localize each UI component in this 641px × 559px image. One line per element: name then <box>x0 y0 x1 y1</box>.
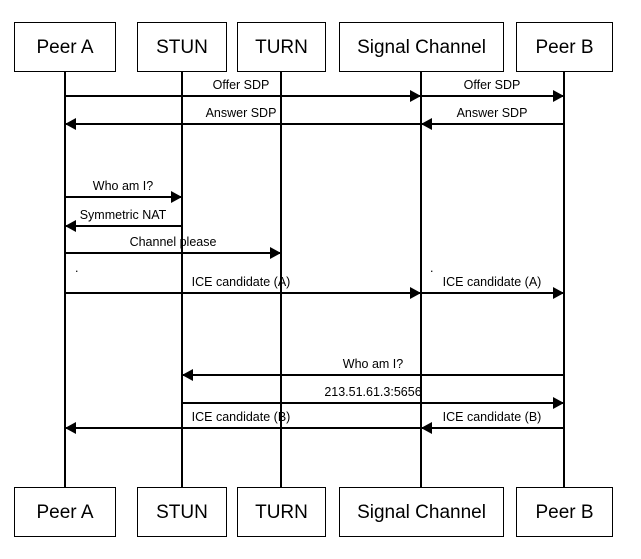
lifeline-turn <box>280 72 282 487</box>
message-line-answer-sdp-sc-to-a <box>65 123 421 125</box>
arrowhead-symmetric-nat-stun-to-a <box>65 220 76 232</box>
actor-box-top-turn: TURN <box>237 22 326 72</box>
message-line-offer-sdp-sc-to-b <box>421 95 564 97</box>
message-label-mapped-address-stun-to-b: 213.51.61.3:5656 <box>324 385 422 399</box>
message-line-symmetric-nat-stun-to-a <box>65 225 182 227</box>
arrowhead-answer-sdp-sc-to-a <box>65 118 76 130</box>
message-line-ice-candidate-sc-to-b <box>421 292 564 294</box>
message-label-ice-candidate-a-to-sc: ICE candidate (A) <box>191 275 291 289</box>
actor-label-peer-b: Peer B <box>535 36 594 58</box>
actor-box-top-peer-b: Peer B <box>516 22 613 72</box>
message-line-ice-candidate-b-sc-to-a <box>65 427 421 429</box>
message-line-ice-candidate-a-to-sc <box>65 292 421 294</box>
message-label-ice-candidate-b-sc-to-a: ICE candidate (B) <box>191 410 291 424</box>
message-label-answer-sdp-sc-to-a: Answer SDP <box>205 106 277 120</box>
actor-box-bottom-stun: STUN <box>137 487 227 537</box>
actor-label-turn: TURN <box>255 501 308 523</box>
actor-box-bottom-signal-channel: Signal Channel <box>339 487 504 537</box>
actor-box-top-signal-channel: Signal Channel <box>339 22 504 72</box>
actor-box-top-stun: STUN <box>137 22 227 72</box>
arrowhead-ice-candidate-a-to-sc <box>410 287 421 299</box>
actor-label-peer-a: Peer A <box>36 36 94 58</box>
actor-label-turn: TURN <box>255 36 308 58</box>
message-label-ice-candidate-b-peerb-to-sc: ICE candidate (B) <box>442 410 542 424</box>
actor-box-bottom-turn: TURN <box>237 487 326 537</box>
actor-box-bottom-peer-a: Peer A <box>14 487 116 537</box>
actor-label-signal-channel: Signal Channel <box>357 36 486 58</box>
dot-signal-channel-upper: . <box>430 261 434 275</box>
message-label-ice-candidate-sc-to-b: ICE candidate (A) <box>442 275 542 289</box>
actor-box-bottom-peer-b: Peer B <box>516 487 613 537</box>
arrowhead-who-am-i-b-to-stun <box>182 369 193 381</box>
message-line-channel-please-a-to-turn <box>65 252 281 254</box>
message-label-who-am-i-a-to-stun: Who am I? <box>92 179 154 193</box>
actor-box-top-peer-a: Peer A <box>14 22 116 72</box>
message-label-offer-sdp-a-to-sc: Offer SDP <box>212 78 270 92</box>
message-label-offer-sdp-sc-to-b: Offer SDP <box>463 78 521 92</box>
actor-label-signal-channel: Signal Channel <box>357 501 486 523</box>
message-label-answer-sdp-b-to-sc: Answer SDP <box>456 106 528 120</box>
arrowhead-ice-candidate-b-peerb-to-sc <box>421 422 432 434</box>
arrowhead-ice-candidate-sc-to-b <box>553 287 564 299</box>
message-line-ice-candidate-b-peerb-to-sc <box>421 427 564 429</box>
lifeline-signal-channel <box>420 72 422 487</box>
dot-peer-a-upper: . <box>75 261 79 275</box>
lifeline-peer-a <box>64 72 66 487</box>
arrowhead-channel-please-a-to-turn <box>270 247 281 259</box>
actor-label-peer-b: Peer B <box>535 501 594 523</box>
message-line-offer-sdp-a-to-sc <box>65 95 421 97</box>
message-label-who-am-i-b-to-stun: Who am I? <box>342 357 404 371</box>
arrowhead-ice-candidate-b-sc-to-a <box>65 422 76 434</box>
actor-label-stun: STUN <box>156 501 208 523</box>
message-line-mapped-address-stun-to-b <box>182 402 564 404</box>
arrowhead-mapped-address-stun-to-b <box>553 397 564 409</box>
message-line-who-am-i-a-to-stun <box>65 196 182 198</box>
actor-label-stun: STUN <box>156 36 208 58</box>
arrowhead-offer-sdp-a-to-sc <box>410 90 421 102</box>
actor-label-peer-a: Peer A <box>36 501 94 523</box>
arrowhead-offer-sdp-sc-to-b <box>553 90 564 102</box>
arrowhead-who-am-i-a-to-stun <box>171 191 182 203</box>
arrowhead-answer-sdp-b-to-sc <box>421 118 432 130</box>
lifeline-stun <box>181 72 183 487</box>
message-label-channel-please-a-to-turn: Channel please <box>129 235 217 249</box>
lifeline-peer-b <box>563 72 565 487</box>
message-label-symmetric-nat-stun-to-a: Symmetric NAT <box>79 208 167 222</box>
message-line-answer-sdp-b-to-sc <box>421 123 564 125</box>
message-line-who-am-i-b-to-stun <box>182 374 564 376</box>
